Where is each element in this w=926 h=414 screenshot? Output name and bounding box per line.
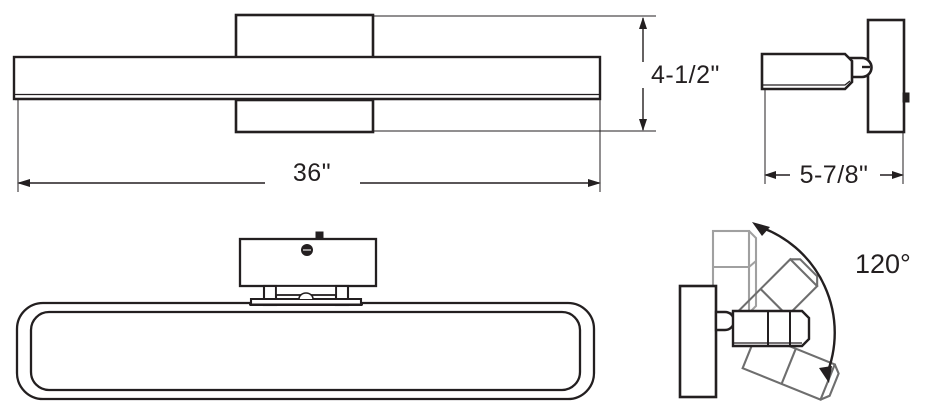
dim-depth-label: 5-7/8" [800,161,869,189]
ghost-angled-bevel [790,258,819,287]
ghost-head-position-down [741,331,840,402]
rotation-arc-arrow-top [752,222,770,236]
rotation-head-body [731,309,811,348]
front-center-mount-box-lower [234,98,375,134]
side-head-body [760,52,854,91]
plan-bracket-center-bump [298,292,314,300]
rotation-range-diagram: 120° [678,222,911,402]
dim-width-label: 36" [293,159,331,187]
side-elevation-view: 5-7/8" [760,18,910,189]
side-pivot-knuckle [847,56,873,79]
dim-width-arrow-left [17,179,30,187]
rotation-arc-arrow-bottom [819,366,832,383]
ghost-up-body [711,229,751,315]
side-wall-plate-tab [902,92,910,103]
ghost-up-bevel [748,230,758,314]
dim-height-arrow-bottom [639,119,647,131]
ghost-down-bevel [820,364,840,401]
plan-housing-inner [29,310,582,392]
ghost-down-seam-1 [780,348,797,385]
dim-height-label: 4-1/2" [651,61,720,89]
rotation-angle-label: 120° [855,249,911,279]
rotation-head-neutral [731,309,811,348]
front-center-mount-box-upper [234,13,375,62]
rotation-wall-plate [678,284,718,399]
dim-width-arrow-right [588,179,601,187]
plan-canopy-nub [315,231,324,240]
ghost-up-bevel-seam [748,260,757,268]
top-plan-view [15,231,596,401]
dim-height-arrow-top [639,17,647,29]
front-elevation-view: 4-1/2" 36" [12,13,720,192]
rotation-arc [756,224,836,377]
side-head-lens-seam [763,80,851,86]
dim-depth-arrow-right [892,171,904,179]
dim-depth-arrow-left [764,171,776,179]
front-bar-body [12,55,602,101]
rotation-pivot-knuckle [714,310,736,332]
side-wall-plate [866,18,906,134]
